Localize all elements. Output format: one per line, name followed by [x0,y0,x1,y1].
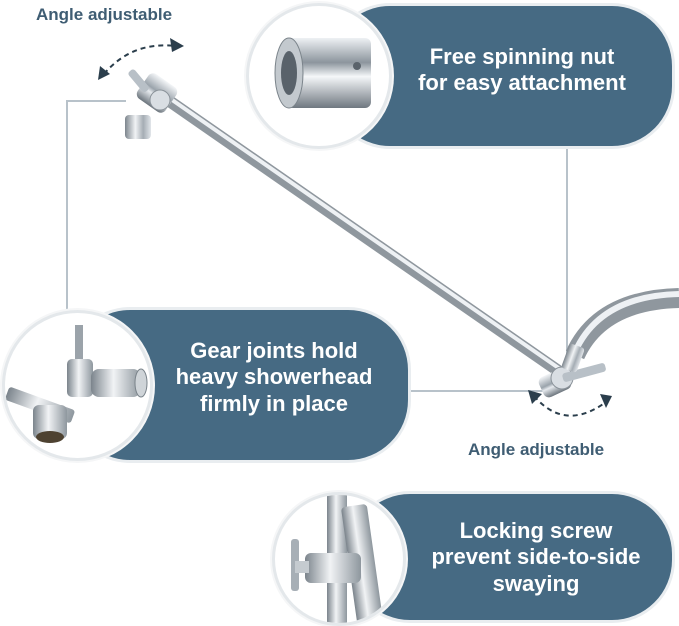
callout-screw-text: Locking screw prevent side-to-side swayi… [408,518,664,597]
connector-line-left-horizontal [66,100,126,102]
angle-adjustable-label-bottom: Angle adjustable [468,440,605,459]
callout-gear-line1: Gear joints hold [190,338,358,363]
locking-screw-illustration [291,495,383,623]
connector-line-left-vertical [66,100,68,310]
callout-nut-image [246,3,392,149]
callout-nut-line2: for easy attachment [418,70,626,96]
curved-double-arrow-icon [528,390,612,417]
curved-double-arrow-icon [98,38,184,80]
connector-line-bottom [408,390,558,392]
callout-nut-line1: Free spinning nut [429,44,615,69]
callout-gear-image [2,310,153,461]
callout-screw-line2: prevent side-to-side [431,544,641,570]
callout-screw-line1: Locking screw [459,518,613,543]
callout-gear-line2: heavy showerhead [175,364,373,390]
angle-adjustable-label-top: Angle adjustable [36,5,173,24]
callout-gear-text: Gear joints hold heavy showerhead firmly… [154,338,394,417]
callout-gear-line3: firmly in place [200,390,348,416]
gear-joint-illustration [5,325,148,443]
callout-screw-line3: swaying [492,570,580,596]
callout-nut-text: Free spinning nut for easy attachment [392,44,652,97]
callout-screw-image [272,492,406,626]
spinning-nut-illustration [274,37,371,109]
connector-line-right-vertical [566,148,568,354]
